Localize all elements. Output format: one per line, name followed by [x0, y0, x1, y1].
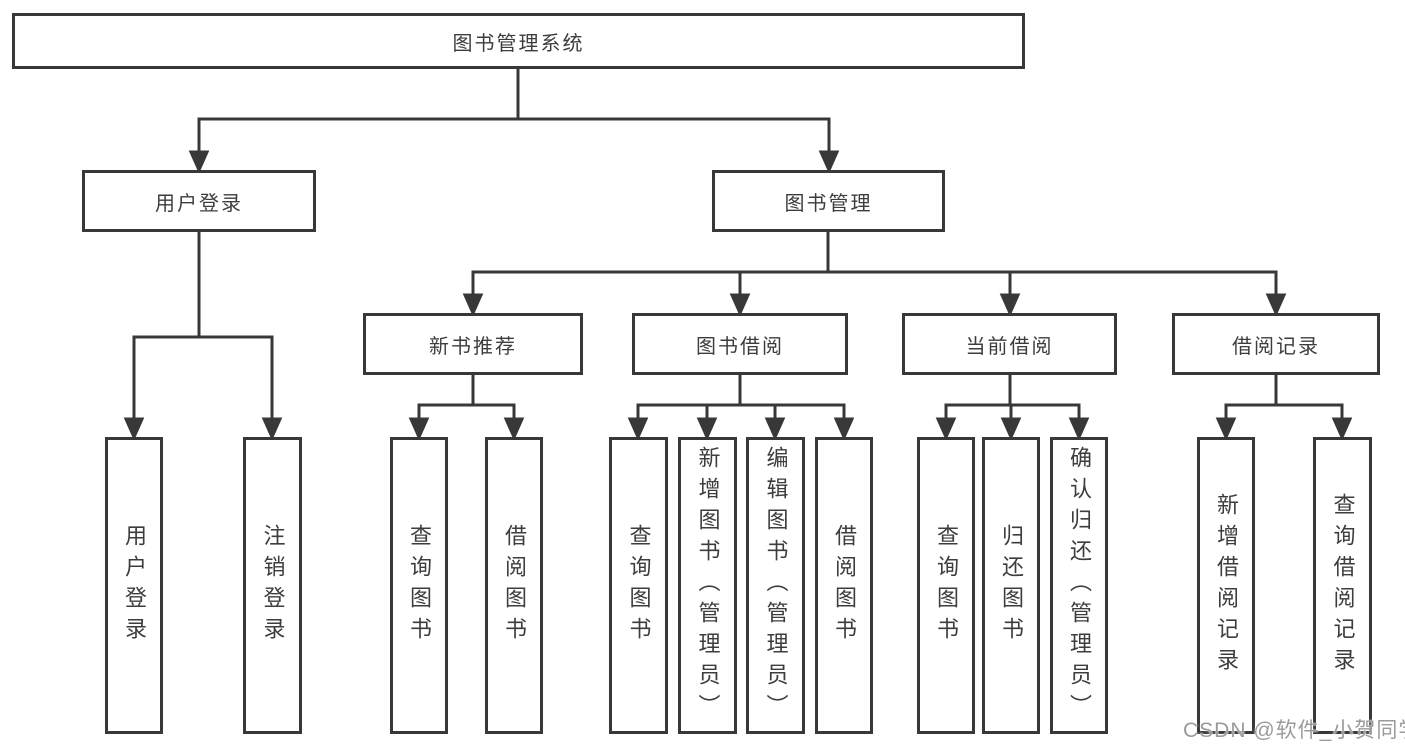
node-new-book-rec-label: 新书推荐 [429, 335, 517, 358]
node-root: 图书管理系统 [12, 13, 1025, 69]
node-cb-confirm-return: 确认归还（管理员） [1050, 437, 1108, 734]
node-logout-login: 注销登录 [243, 437, 302, 734]
node-book-borrow-label: 图书借阅 [696, 335, 784, 358]
node-borrow-record: 借阅记录 [1172, 313, 1380, 375]
csdn-watermark: CSDN @软件_小贺同学 [1183, 719, 1405, 742]
arrowhead [462, 293, 484, 317]
node-bb-query-book-label: 查询图书 [626, 523, 652, 648]
node-cb-return-book: 归还图书 [982, 437, 1040, 734]
arrowhead [408, 417, 430, 441]
node-new-book-rec: 新书推荐 [363, 313, 583, 375]
node-book-mgmt-group-label: 图书管理 [784, 192, 873, 215]
node-current-borrow: 当前借阅 [902, 313, 1117, 375]
arrowhead [261, 417, 283, 441]
arrowhead [999, 293, 1021, 317]
arrowhead [503, 417, 525, 441]
node-br-add-record: 新增借阅记录 [1197, 437, 1255, 734]
node-user-login: 用户登录 [105, 437, 163, 734]
node-cb-query-book: 查询图书 [917, 437, 975, 734]
node-bb-borrow-book: 借阅图书 [815, 437, 873, 734]
node-borrow-record-label: 借阅记录 [1232, 335, 1320, 358]
node-book-borrow: 图书借阅 [632, 313, 848, 375]
arrowhead [1331, 417, 1353, 441]
node-bb-edit-book-label: 编辑图书（管理员） [763, 446, 789, 725]
node-bb-edit-book: 编辑图书（管理员） [746, 437, 805, 734]
arrowhead [188, 150, 210, 174]
arrowhead [833, 417, 855, 441]
arrowhead [696, 417, 718, 441]
node-bb-add-book: 新增图书（管理员） [678, 437, 737, 734]
arrowhead [935, 417, 957, 441]
node-br-add-record-label: 新增借阅记录 [1214, 492, 1239, 679]
arrowhead [1068, 417, 1090, 441]
node-cb-return-book-label: 归还图书 [999, 523, 1024, 648]
node-cb-confirm-return-label: 确认归还（管理员） [1067, 446, 1092, 725]
arrowhead [123, 417, 145, 441]
node-logout-login-label: 注销登录 [260, 523, 286, 648]
node-user-login-group: 用户登录 [82, 170, 316, 232]
node-user-login-group-label: 用户登录 [155, 192, 243, 215]
arrowhead [818, 150, 840, 174]
node-book-mgmt-group: 图书管理 [712, 170, 945, 232]
node-rec-borrow-book: 借阅图书 [485, 437, 543, 734]
arrowhead [1000, 417, 1022, 441]
node-user-login-label: 用户登录 [122, 523, 147, 648]
arrowhead [764, 417, 786, 441]
node-root-label: 图书管理系统 [452, 32, 585, 55]
node-rec-query-book: 查询图书 [390, 437, 448, 734]
node-cb-query-book-label: 查询图书 [934, 523, 959, 648]
node-current-borrow-label: 当前借阅 [965, 335, 1054, 358]
node-bb-query-book: 查询图书 [609, 437, 668, 734]
arrowhead [1265, 293, 1287, 317]
node-bb-borrow-book-label: 借阅图书 [832, 523, 857, 648]
arrowhead [627, 417, 649, 441]
node-br-query-record-label: 查询借阅记录 [1330, 492, 1356, 679]
node-rec-borrow-book-label: 借阅图书 [502, 523, 527, 648]
node-bb-add-book-label: 新增图书（管理员） [695, 446, 721, 725]
node-br-query-record: 查询借阅记录 [1313, 437, 1372, 734]
arrowhead [729, 293, 751, 317]
arrowhead [1215, 417, 1237, 441]
node-rec-query-book-label: 查询图书 [407, 523, 432, 648]
